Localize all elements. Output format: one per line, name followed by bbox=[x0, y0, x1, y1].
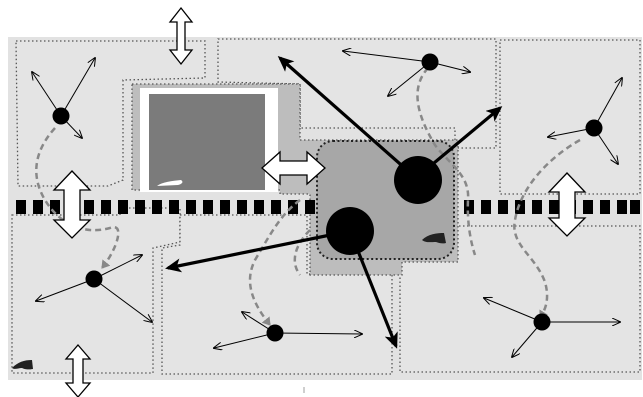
double-arrow-vertical-left bbox=[52, 170, 92, 239]
small-white-mark bbox=[157, 180, 183, 186]
node-small-top-middle bbox=[421, 53, 439, 71]
thick-arrow-up-left bbox=[277, 56, 418, 180]
double-arrow-vertical-top bbox=[168, 6, 194, 66]
node-large-upper bbox=[394, 156, 442, 204]
dashed-path-top-middle bbox=[416, 67, 477, 256]
double-arrow-horizontal bbox=[261, 150, 326, 186]
dashed-path-right bbox=[513, 138, 581, 319]
dark-square bbox=[149, 94, 265, 190]
node-small-bottom-middle bbox=[266, 324, 284, 342]
node-small-top-left bbox=[52, 107, 70, 125]
centre-dark-mark bbox=[422, 233, 446, 244]
node-small-top-right bbox=[585, 119, 603, 137]
node-large-lower bbox=[326, 207, 374, 255]
region-top-left bbox=[15, 40, 206, 187]
thick-arrow-left bbox=[165, 229, 351, 273]
double-arrow-vertical-right bbox=[547, 172, 587, 237]
barrier-line bbox=[16, 200, 640, 214]
dashed-path-bottom bbox=[248, 199, 301, 326]
corner-dark-mark bbox=[12, 360, 33, 370]
region-bottom-middle bbox=[161, 214, 393, 375]
region-top-right bbox=[499, 39, 641, 195]
bottom-tick bbox=[303, 387, 305, 393]
node-small-bottom-left bbox=[85, 270, 103, 288]
dashed-path-centre bbox=[293, 229, 311, 276]
region-bottom-right bbox=[399, 225, 641, 373]
double-arrow-vertical-bottom bbox=[64, 344, 92, 397]
node-small-bottom-right bbox=[533, 313, 551, 331]
